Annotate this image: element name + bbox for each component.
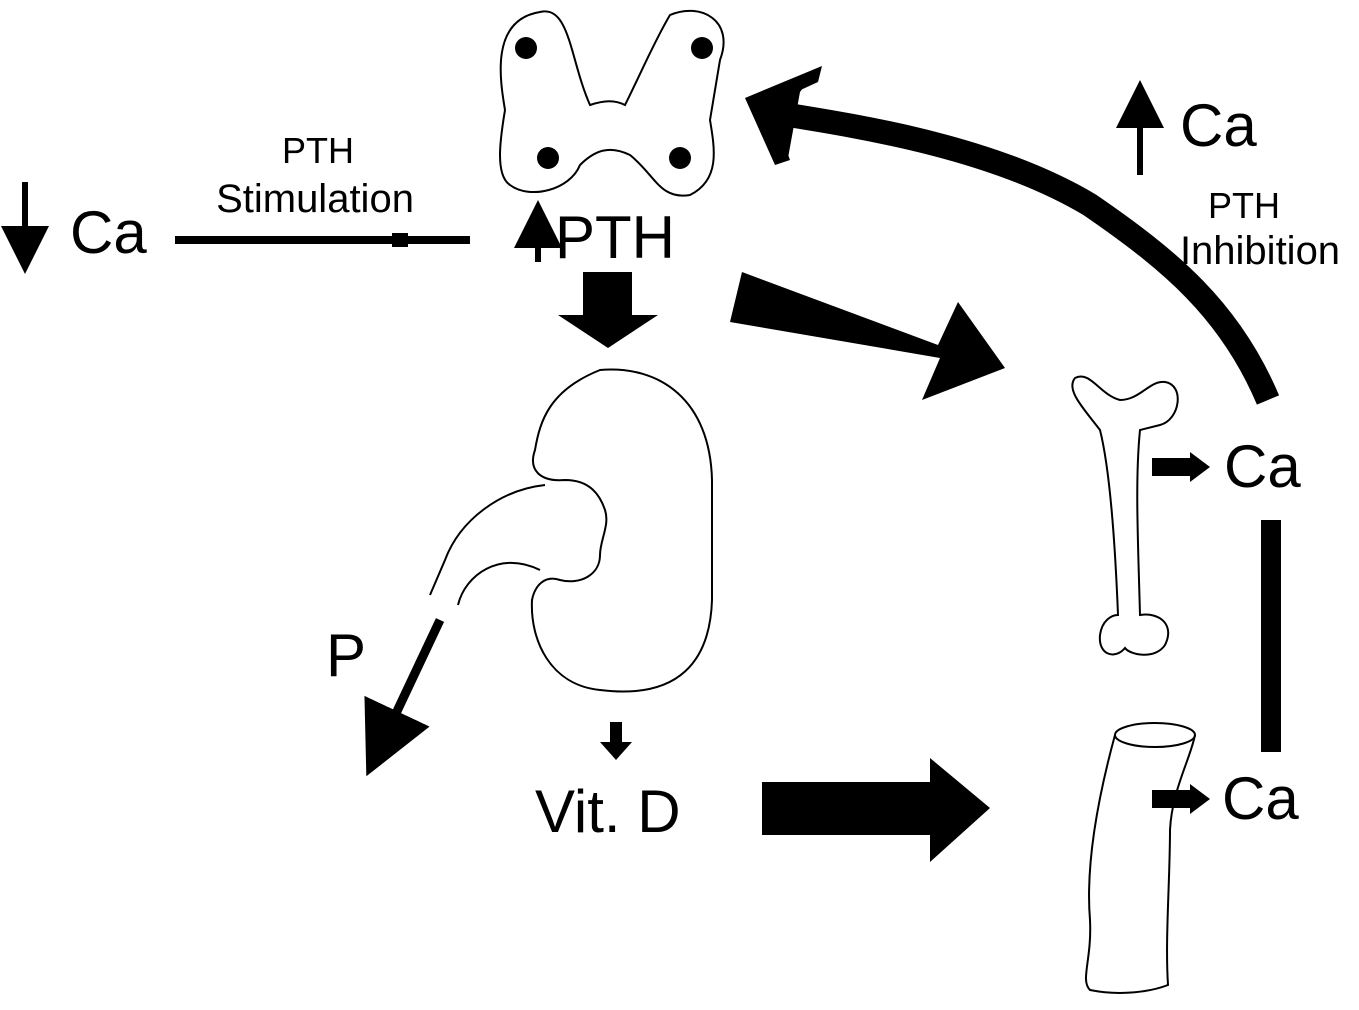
high-ca-label: Ca bbox=[1180, 92, 1257, 159]
parathyroid-gland-icon bbox=[500, 11, 724, 196]
phosphate-arrow-icon bbox=[374, 620, 440, 760]
vitamin-d-label: Vit. D bbox=[535, 778, 681, 845]
stimulation-label-line2: Stimulation bbox=[216, 177, 414, 221]
vitd-to-intestine-arrow-icon bbox=[762, 758, 990, 862]
bone-calcium-group: Ca bbox=[1152, 433, 1301, 500]
pth-to-kidney-arrow-icon bbox=[558, 272, 658, 348]
bone-icon bbox=[1072, 376, 1177, 654]
pth-label: PTH bbox=[555, 204, 675, 271]
small-right-arrow-icon bbox=[1152, 784, 1210, 814]
small-right-arrow-icon bbox=[1152, 452, 1210, 482]
inhibition-label-line1: PTH bbox=[1208, 185, 1280, 226]
pth-to-bone-arrow-icon bbox=[730, 272, 1005, 400]
pth-stimulation-group: PTH Stimulation bbox=[175, 130, 470, 247]
kidney-icon bbox=[430, 370, 712, 692]
bone-ca-label: Ca bbox=[1224, 433, 1301, 500]
calcium-connector-bar bbox=[1261, 520, 1281, 752]
low-calcium-group: Ca bbox=[25, 182, 147, 266]
phosphate-label: P bbox=[326, 622, 366, 689]
gut-calcium-group: Ca bbox=[1152, 765, 1299, 832]
small-down-arrow-icon bbox=[600, 722, 632, 760]
low-ca-label: Ca bbox=[70, 199, 147, 266]
high-calcium-group: Ca bbox=[1140, 92, 1257, 175]
phosphate-group: P bbox=[326, 620, 440, 760]
gut-ca-label: Ca bbox=[1222, 765, 1299, 832]
pth-increase-group: PTH bbox=[538, 204, 675, 271]
intestine-icon bbox=[1086, 723, 1195, 993]
inhibition-label-line2: Inhibition bbox=[1180, 229, 1340, 273]
stimulation-label-line1: PTH bbox=[282, 130, 354, 171]
